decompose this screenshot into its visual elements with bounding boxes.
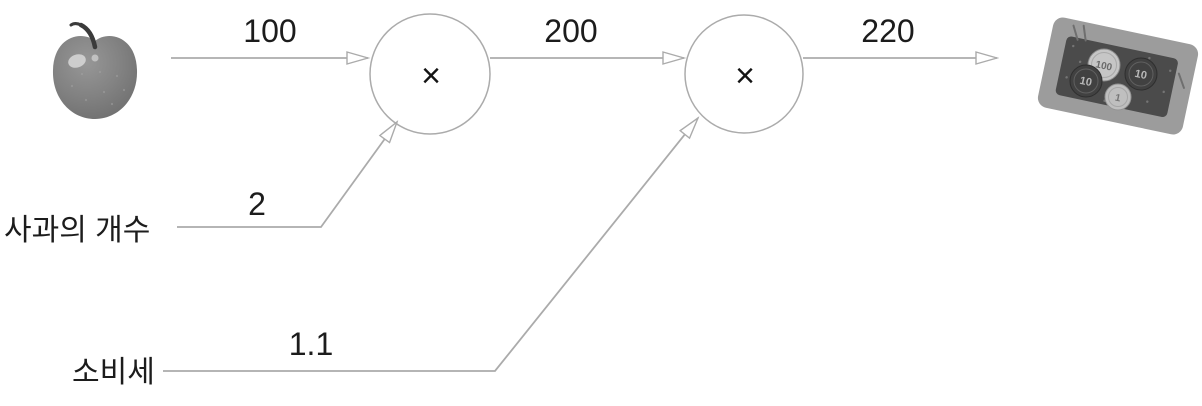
- apple-specks: [70, 70, 126, 106]
- multiply-node-1: [369, 13, 491, 135]
- multiply-operator-1: ×: [421, 57, 441, 95]
- coin-100-value: 100: [1094, 59, 1113, 73]
- edge-label-apple-price: 100: [243, 13, 296, 49]
- apple-stem-tip: [69, 22, 83, 27]
- edge-label-apple-count-value: 2: [248, 186, 266, 222]
- apple-highlight-small: [91, 54, 99, 62]
- edge-label-tax-value: 1.1: [289, 326, 333, 362]
- money-tray-base: [1037, 17, 1199, 135]
- edge-apple-count-to-node1: [177, 122, 397, 228]
- apple-icon: [52, 22, 138, 119]
- apple-highlight: [68, 54, 86, 68]
- coin-10-left: 10: [1069, 64, 1103, 98]
- label-consumption-tax: 소비세: [72, 356, 155, 389]
- label-apple-count: 사과의 개수: [4, 214, 150, 247]
- coin-10-right-value: 10: [1134, 68, 1148, 82]
- edge-label-total: 220: [861, 13, 914, 49]
- money-tray-icon: 100 10 10 1: [1037, 17, 1199, 135]
- apple-stem: [78, 22, 98, 50]
- coin-1: 1: [1104, 83, 1132, 111]
- edge-tax-to-node2: [163, 118, 698, 372]
- multiply-node-2: [684, 14, 804, 134]
- coin-10-right: 10: [1124, 57, 1158, 91]
- tray-crease-marks: [1072, 24, 1185, 89]
- edge-label-subtotal: 200: [544, 13, 597, 49]
- coin-10-left-value: 10: [1079, 75, 1093, 89]
- coin-1-value: 1: [1114, 93, 1122, 105]
- multiply-operator-2: ×: [735, 57, 755, 95]
